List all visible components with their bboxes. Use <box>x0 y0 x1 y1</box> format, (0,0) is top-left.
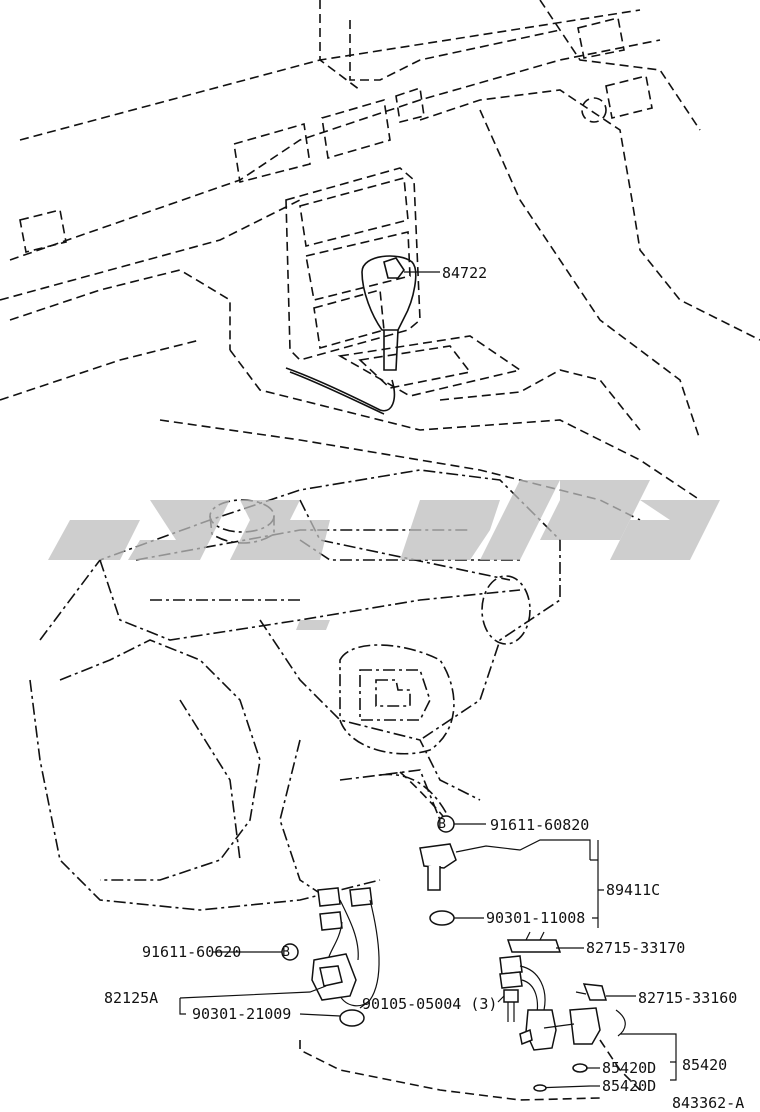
label-90105-05004: 90105-05004 (3) <box>362 995 497 1013</box>
o-ring-icon <box>429 910 455 926</box>
label-91611-60820: 91611-60820 <box>490 816 589 834</box>
watermark-logo <box>48 480 720 630</box>
label-89411C: 89411C <box>606 881 660 899</box>
label-85420D-b: 85420D <box>602 1077 656 1095</box>
figure-id: 843362-A <box>672 1094 744 1112</box>
bolt-marker-b-1: B <box>438 817 446 832</box>
label-90301-11008: 90301-11008 <box>486 909 585 927</box>
label-90301-21009: 90301-21009 <box>192 1005 291 1023</box>
sensor-parts <box>179 771 677 1101</box>
label-91611-60620: 91611-60620 <box>142 943 241 961</box>
bolt-marker-b-2: B <box>282 945 290 960</box>
part-labels: 84722 B 91611-60820 89411C 90301-11008 8… <box>104 264 744 1112</box>
label-85420: 85420 <box>682 1056 727 1074</box>
label-85420D-a: 85420D <box>602 1059 656 1077</box>
label-82715-33160: 82715-33160 <box>638 989 737 1007</box>
label-84722: 84722 <box>442 264 487 282</box>
label-82715-33170: 82715-33170 <box>586 939 685 957</box>
dashboard-illustration <box>0 0 760 521</box>
label-82125A: 82125A <box>104 989 158 1007</box>
